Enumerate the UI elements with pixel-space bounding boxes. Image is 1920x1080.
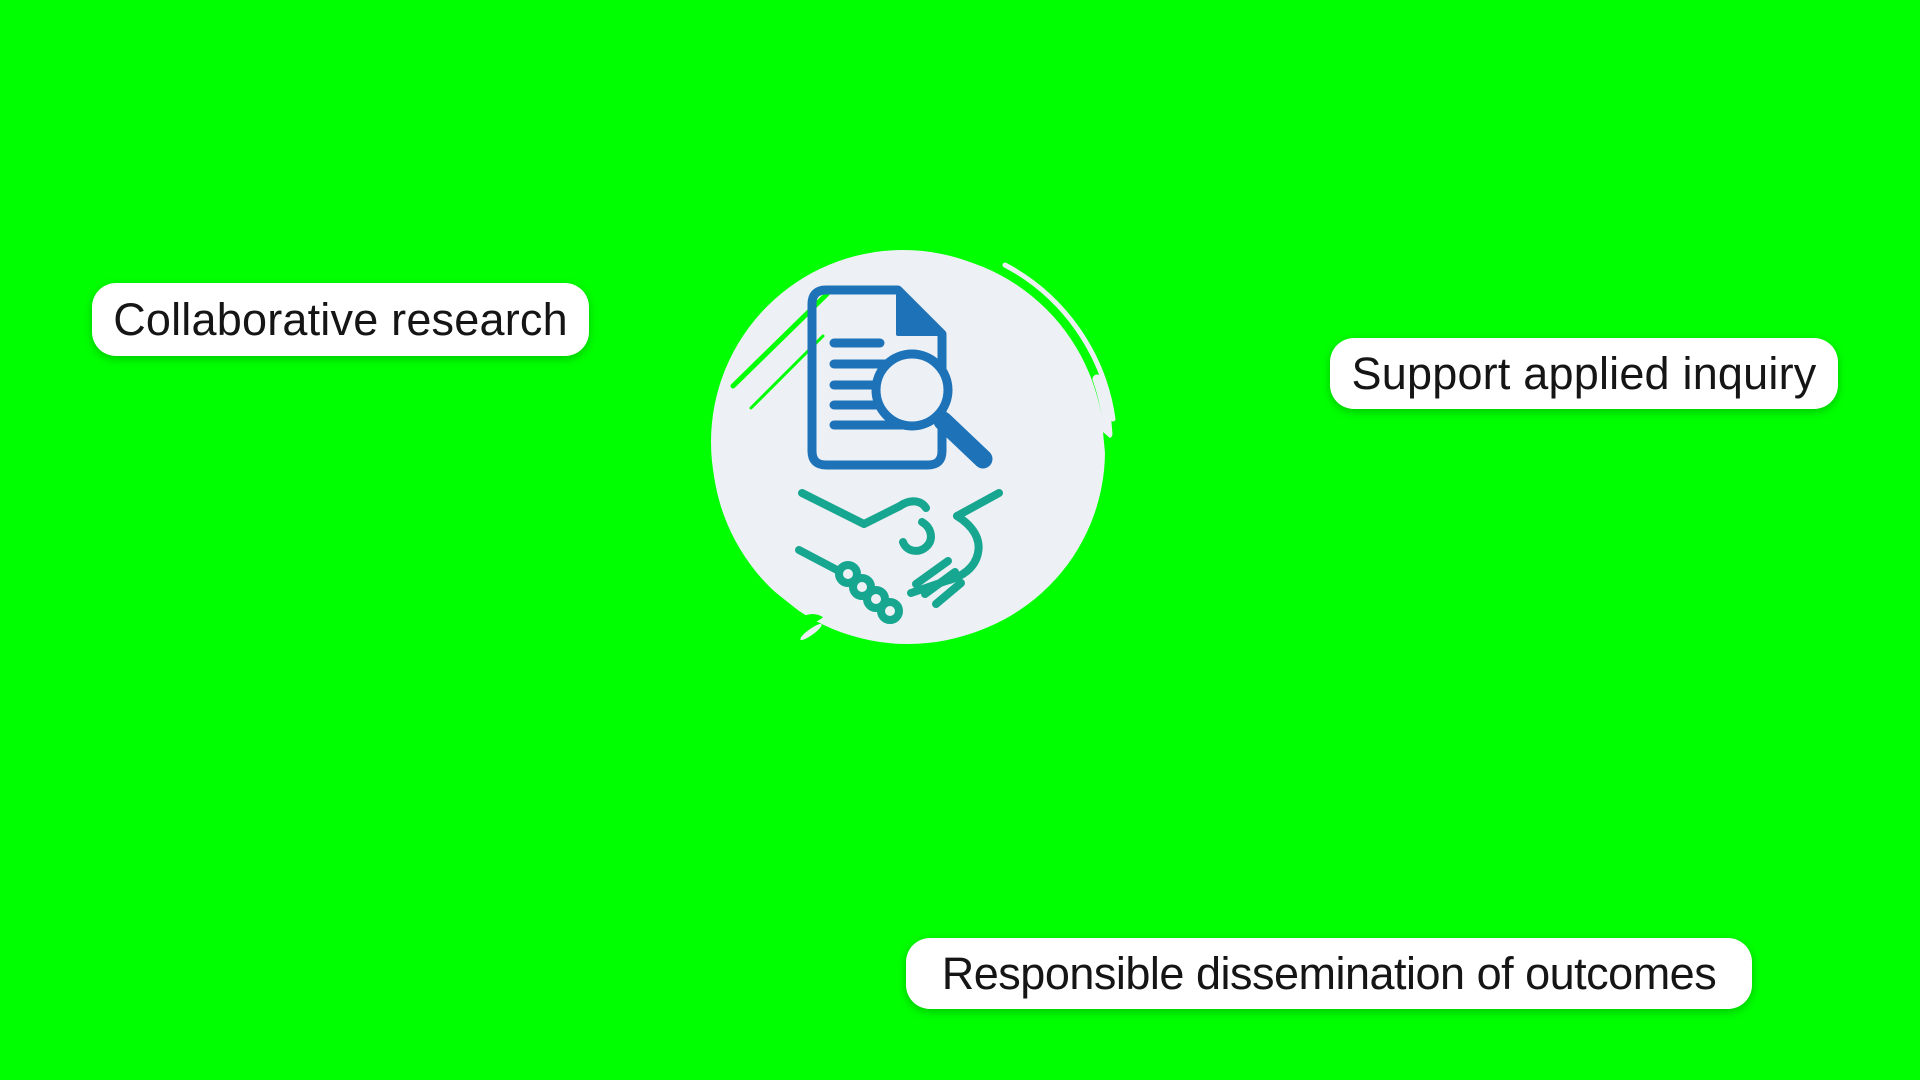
badge-graphic [711,238,1119,644]
label-collaborative-research: Collaborative research [92,283,589,356]
document-magnifier-icon [807,285,993,470]
label-responsible-dissemination: Responsible dissemination of outcomes [906,938,1752,1009]
handshake-icon [795,489,1003,624]
label-support-applied-inquiry: Support applied inquiry [1330,338,1838,409]
research-badge [695,236,1125,666]
